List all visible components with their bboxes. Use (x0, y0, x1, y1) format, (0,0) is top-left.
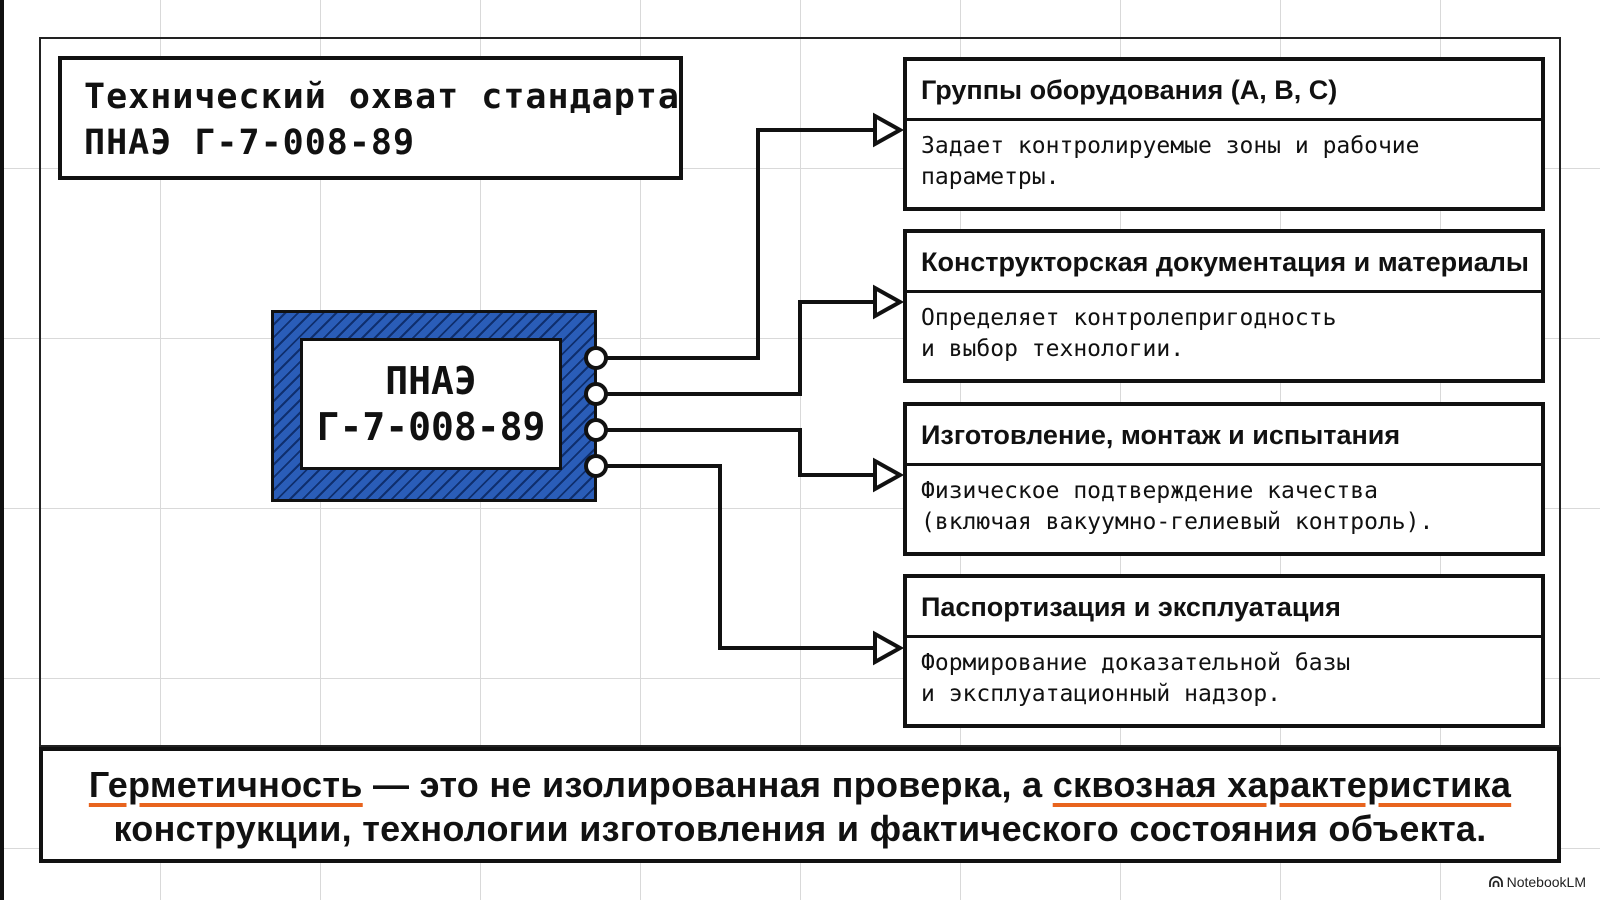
summary-text-1: — это не изолированная проверка, а (362, 764, 1053, 805)
card-body: Задает контролируемые зоны и рабочие пар… (907, 121, 1541, 193)
core-standard-block: ПНАЭ Г-7-008-89 (271, 310, 597, 502)
card-body-line-1: Определяет контролепригодность (921, 305, 1337, 331)
card-title: Группы оборудования (А, В, С) (907, 61, 1541, 121)
left-edge-border (0, 0, 4, 900)
summary-highlight-2: сквозная характеристика (1052, 764, 1512, 805)
card-body-line-1: Физическое подтверждение качества (921, 478, 1378, 504)
card-design-documentation: Конструкторская документация и материалы… (903, 229, 1545, 383)
brand-watermark: NotebookLM (1488, 874, 1586, 890)
card-body: Физическое подтверждение качества (включ… (907, 466, 1541, 538)
title-box: Технический охват стандарта ПНАЭ Г-7-008… (58, 56, 683, 180)
card-title: Паспортизация и эксплуатация (907, 578, 1541, 638)
card-body-line-2: и эксплуатационный надзор. (921, 681, 1282, 707)
core-line-2: Г-7-008-89 (316, 405, 546, 449)
summary-highlight-1: Герметичность (88, 764, 363, 805)
core-label-box: ПНАЭ Г-7-008-89 (300, 338, 562, 470)
summary-line-1: Герметичность — это не изолированная про… (43, 763, 1557, 807)
brand-label: NotebookLM (1506, 874, 1586, 890)
card-body-line-1: Формирование доказательной базы (921, 650, 1351, 676)
card-title: Конструкторская документация и материалы (907, 233, 1541, 293)
diagram-frame (39, 37, 1561, 747)
card-manufacturing-testing: Изготовление, монтаж и испытания Физичес… (903, 402, 1545, 556)
card-equipment-groups: Группы оборудования (А, В, С) Задает кон… (903, 57, 1545, 211)
card-body-line-2: (включая вакуумно-гелиевый контроль). (921, 509, 1434, 535)
summary-box: Герметичность — это не изолированная про… (39, 747, 1561, 863)
card-title: Изготовление, монтаж и испытания (907, 406, 1541, 466)
card-body-line-2: и выбор технологии. (921, 336, 1185, 362)
title-line-2: ПНАЭ Г-7-008-89 (84, 123, 416, 163)
summary-line-2: конструкции, технологии изготовления и ф… (113, 808, 1487, 849)
core-line-1: ПНАЭ (385, 359, 477, 403)
notebooklm-logo-icon (1488, 876, 1503, 887)
card-body: Формирование доказательной базы и эксплу… (907, 638, 1541, 710)
card-body-line-1: Задает контролируемые зоны и рабочие (921, 133, 1420, 159)
card-body-line-2: параметры. (921, 164, 1060, 190)
card-certification-operation: Паспортизация и эксплуатация Формировани… (903, 574, 1545, 728)
card-body: Определяет контролепригодность и выбор т… (907, 293, 1541, 365)
title-line-1: Технический охват стандарта (84, 77, 680, 117)
